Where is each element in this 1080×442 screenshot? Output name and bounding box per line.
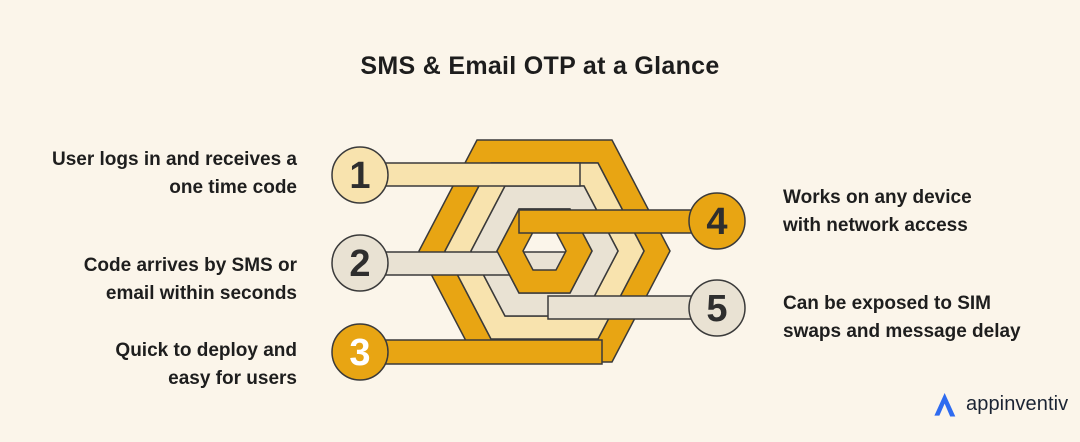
- step-circle-3: [331, 323, 389, 381]
- connector-4: [518, 209, 718, 234]
- step-4-line-1: Works on any device: [783, 187, 972, 208]
- connector-3: [359, 339, 603, 365]
- step-number-4: 4: [706, 201, 727, 243]
- step-1-line-2: one time code: [169, 177, 297, 198]
- step-circle-4: [688, 192, 746, 250]
- step-number-2: 2: [349, 243, 370, 285]
- brand-logo-text: appinventiv: [966, 393, 1069, 415]
- step-3-line-2: easy for users: [168, 368, 297, 389]
- step-circle-1: [331, 146, 389, 204]
- step-5-line-1: Can be exposed to SIM: [783, 293, 991, 314]
- step-circle-5: [688, 279, 746, 337]
- page-title: SMS & Email OTP at a Glance: [360, 52, 720, 80]
- step-4-line-2: with network access: [783, 215, 968, 236]
- step-number-3: 3: [349, 332, 370, 374]
- step-4-text: Works on any device with network access: [783, 184, 972, 240]
- step-3-text: Quick to deploy and easy for users: [115, 337, 297, 393]
- step-number-1: 1: [349, 155, 370, 197]
- step-number-5: 5: [706, 288, 727, 330]
- step-2-line-2: email within seconds: [105, 283, 297, 304]
- step-1-text: User logs in and receives a one time cod…: [52, 146, 297, 202]
- step-2-line-1: Code arrives by SMS or: [83, 255, 297, 276]
- appinventiv-logo-icon: [934, 392, 956, 417]
- step-1-line-1: User logs in and receives a: [51, 149, 297, 170]
- connector-1: [359, 162, 581, 187]
- brand-logo: appinventiv: [931, 389, 1068, 420]
- step-5-text: Can be exposed to SIM swaps and message …: [783, 290, 1021, 346]
- step-2-text: Code arrives by SMS or email within seco…: [84, 252, 297, 308]
- step-3-line-1: Quick to deploy and: [115, 340, 297, 361]
- step-circle-2: [331, 234, 389, 292]
- step-5-line-2: swaps and message delay: [783, 321, 1021, 342]
